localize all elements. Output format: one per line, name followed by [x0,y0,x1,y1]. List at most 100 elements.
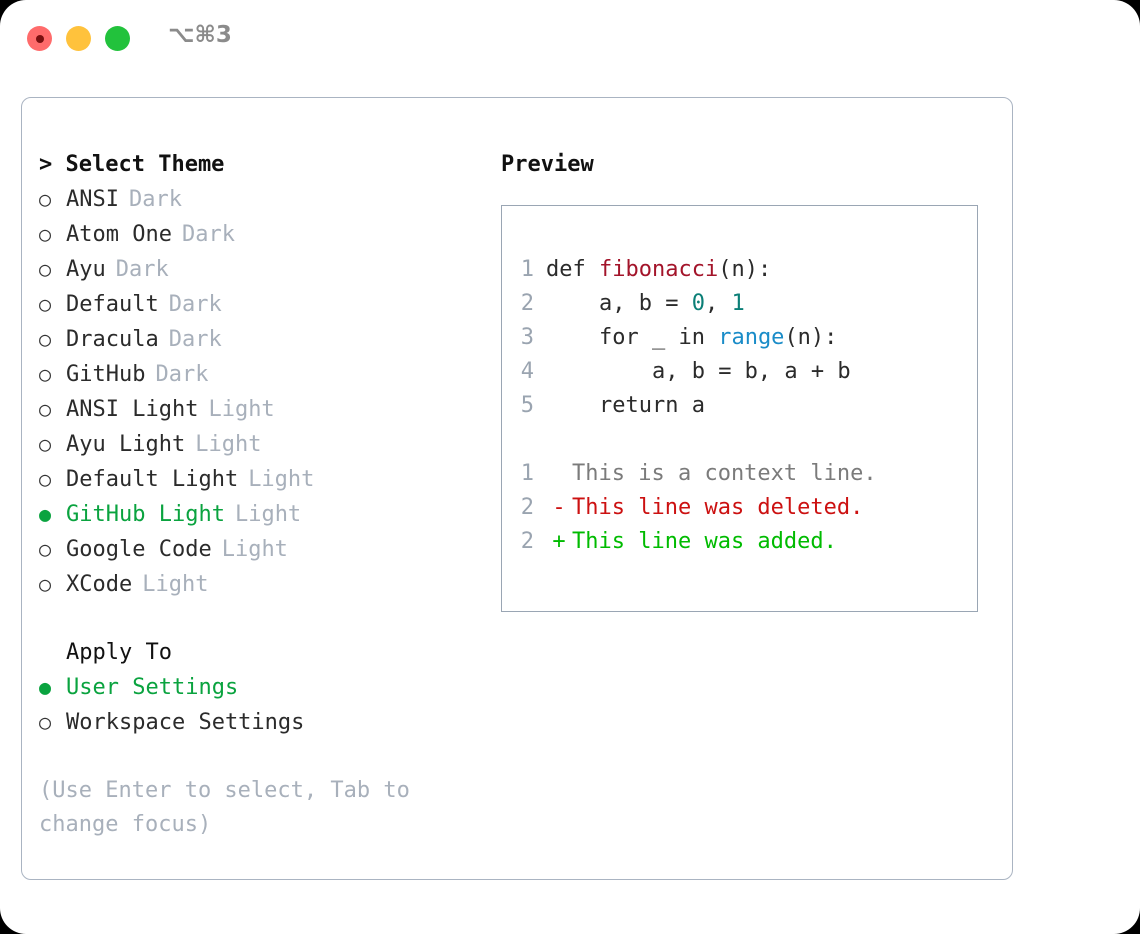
theme-name-label: Google Code [66,537,212,562]
code-line-text: for _ in range(n): [546,321,837,355]
minimize-window-button[interactable] [66,26,91,51]
theme-list-item[interactable]: ○ Google Code Light [39,532,489,567]
theme-list-item[interactable]: ○ Default Dark [39,287,489,322]
code-line: 2 a, b = 0, 1 [512,287,977,321]
radio-unselected-icon[interactable]: ○ [39,222,52,246]
theme-name-label: XCode [66,572,133,597]
line-number: 5 [520,393,534,418]
apply-to-list: ● User Settings ○ Workspace Settings [39,670,489,740]
radio-unselected-icon[interactable]: ○ [39,432,52,456]
line-number: 2 [520,529,534,554]
theme-variant-tag: Light [234,502,302,527]
theme-list-item[interactable]: ○ ANSI Light Light [39,392,489,427]
radio-unselected-icon[interactable]: ○ [39,397,52,421]
theme-variant-tag: Dark [115,257,169,282]
apply-to-item[interactable]: ● User Settings [39,670,489,705]
line-number: 1 [520,257,534,282]
diff-marker: + [552,529,566,554]
code-token: range [718,325,785,350]
apply-to-item[interactable]: ○ Workspace Settings [39,705,489,740]
code-token: , [704,291,732,316]
theme-name-label: Ayu [66,257,106,282]
code-line-text: a, b = 0, 1 [546,287,745,321]
theme-variant-tag: Light [142,572,209,597]
keyboard-shortcut-label: ⌥⌘3 [168,22,232,48]
radio-unselected-icon[interactable]: ○ [39,572,52,596]
close-window-button[interactable] [27,26,52,51]
theme-variant-tag: Dark [168,292,222,317]
theme-list-item[interactable]: ○ Ayu Dark [39,252,489,287]
theme-name-label: ANSI [66,187,119,212]
theme-name-label: GitHub Light [66,502,225,527]
theme-variant-tag: Light [248,467,315,492]
theme-list-item[interactable]: ● GitHub Light Light [39,497,489,532]
title-bar: ⌥⌘3 [0,0,1140,78]
theme-variant-tag: Light [195,432,262,457]
preview-title: Preview [501,152,594,177]
code-line: 5 return a [512,389,977,423]
radio-unselected-icon[interactable]: ○ [39,327,52,351]
preview-gap [512,423,977,457]
radio-unselected-icon[interactable]: ○ [39,537,52,561]
diff-line-text: This line was deleted. [572,495,864,520]
code-line-text: return a [546,389,705,423]
code-token: (n): [784,325,838,350]
radio-unselected-icon[interactable]: ○ [39,187,52,211]
theme-variant-tag: Dark [155,362,209,387]
apply-to-header: Apply To [66,640,172,665]
radio-unselected-icon[interactable]: ○ [39,257,52,281]
theme-variant-tag: Light [208,397,275,422]
line-number: 2 [520,495,534,520]
code-token: return a [598,393,705,418]
theme-name-label: ANSI Light [66,397,199,422]
diff-marker: - [552,495,566,520]
select-theme-header: > Select Theme [39,152,225,177]
theme-list-item[interactable]: ○ XCode Light [39,567,489,602]
code-token: for _ in [598,325,719,350]
theme-list-item[interactable]: ○ Default Light Light [39,462,489,497]
diff-line: 2 +This line was added. [512,525,977,559]
code-token: (n): [718,257,772,282]
theme-name-label: Default [66,292,159,317]
line-number: 3 [520,325,534,350]
theme-variant-tag: Light [221,537,288,562]
radio-selected-icon[interactable]: ● [39,502,52,526]
theme-name-label: Default Light [66,467,239,492]
code-token: 1 [731,291,745,316]
line-number: 1 [520,461,534,486]
line-number: 4 [520,359,534,384]
apply-to-label: User Settings [66,675,239,700]
code-token: def [546,257,599,282]
code-line: 3 for _ in range(n): [512,321,977,355]
diff-line-text: This line was added. [572,529,837,554]
maximize-window-button[interactable] [105,26,130,51]
hint-spacer [39,740,489,774]
radio-unselected-icon[interactable]: ○ [39,362,52,386]
radio-unselected-icon[interactable]: ○ [39,467,52,491]
apply-to-label: Workspace Settings [66,710,305,735]
theme-name-label: GitHub [66,362,146,387]
theme-list-item[interactable]: ○ Ayu Light Light [39,427,489,462]
radio-unselected-icon[interactable]: ○ [39,710,52,734]
radio-selected-icon[interactable]: ● [39,675,52,699]
theme-list-item[interactable]: ○ ANSI Dark [39,182,489,217]
code-token: a, b = b, a + b [651,359,851,384]
theme-variant-tag: Dark [128,187,182,212]
list-spacer [39,602,489,636]
theme-list-item[interactable]: ○ GitHub Dark [39,357,489,392]
theme-name-label: Dracula [66,327,159,352]
theme-name-label: Ayu Light [66,432,186,457]
radio-unselected-icon[interactable]: ○ [39,292,52,316]
code-token: 0 [691,291,705,316]
